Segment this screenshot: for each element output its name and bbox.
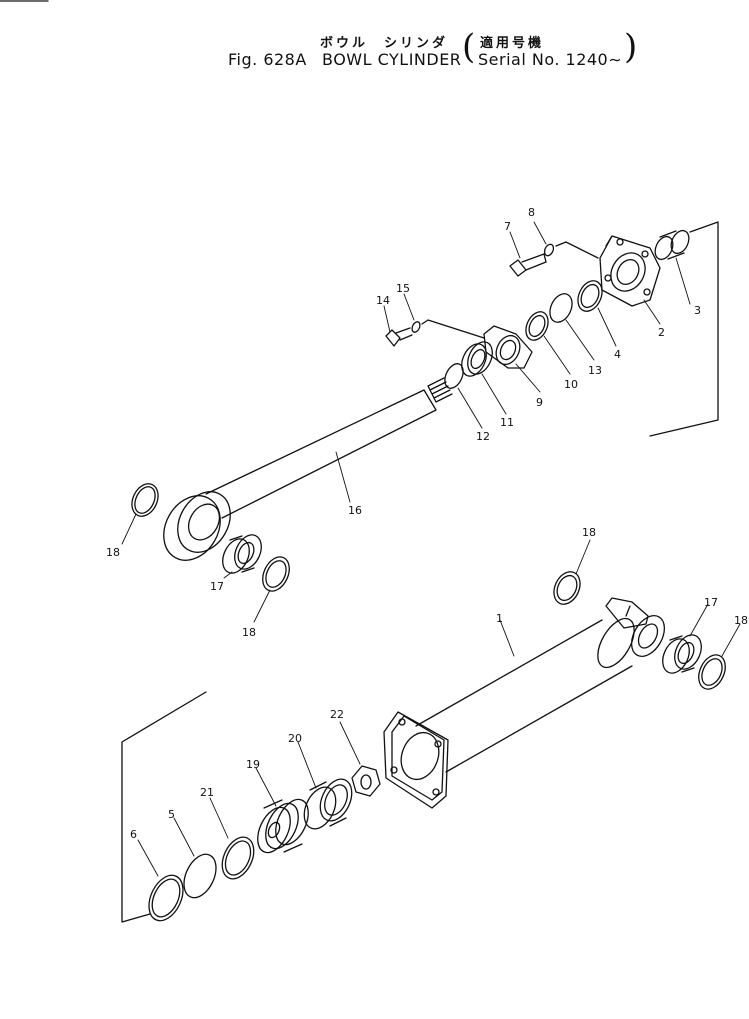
part-4-ring [577, 280, 603, 312]
part-19-piston [257, 798, 309, 854]
callout-13: 13 [588, 364, 602, 377]
callout-6: 6 [130, 828, 137, 841]
figure-title: BOWL CYLINDER [322, 50, 462, 69]
part-7-bolt [509, 253, 547, 277]
leader-lines [121, 221, 741, 877]
callout-14: 14 [376, 294, 390, 307]
open-paren: ( [462, 27, 476, 67]
part-16-piston-rod [163, 377, 453, 561]
callout-21: 21 [200, 786, 214, 799]
callout-2: 2 [658, 326, 665, 339]
part-10-seal [525, 311, 549, 341]
callout-labels: 3 2 4 13 10 9 11 12 7 8 14 15 16 18 17 1… [106, 206, 748, 841]
part-22-nut [351, 765, 381, 797]
part-6-backup-ring [148, 874, 184, 922]
callout-17-a: 17 [210, 580, 224, 593]
part-17-spherical-bearing-a [222, 534, 262, 574]
figure-label: Fig. 628A [228, 50, 307, 69]
group-bracket-upper [649, 221, 719, 437]
callout-4: 4 [614, 348, 621, 361]
part-18-ring-a [131, 483, 159, 517]
leader-washer-cover [555, 241, 599, 259]
callout-18-c: 18 [582, 526, 596, 539]
japanese-title: ボウル シリンダ [320, 36, 449, 51]
callout-18-d: 18 [734, 614, 748, 627]
part-18-ring-d [698, 654, 726, 690]
callout-7: 7 [504, 220, 511, 233]
callout-1: 1 [496, 612, 503, 625]
part-11-bearing [461, 341, 493, 377]
callout-11: 11 [500, 416, 514, 429]
callout-8: 8 [528, 206, 535, 219]
callout-15: 15 [396, 282, 410, 295]
callout-18-b: 18 [242, 626, 256, 639]
callout-19: 19 [246, 758, 260, 771]
callout-10: 10 [564, 378, 578, 391]
group-bracket-lower [121, 691, 207, 923]
part-5-o-ring [183, 853, 217, 899]
callout-22: 22 [330, 708, 344, 721]
callout-16: 16 [348, 504, 362, 517]
leader-washer-flange [421, 319, 485, 339]
part-18-ring-c [553, 571, 581, 605]
callout-17-b: 17 [704, 596, 718, 609]
part-18-ring-b [262, 556, 290, 592]
callout-20: 20 [288, 732, 302, 745]
part-9-flange [483, 325, 533, 369]
close-paren: ) [624, 27, 638, 67]
part-13-ring [549, 293, 573, 323]
part-15-washer [411, 321, 421, 333]
callout-3: 3 [694, 304, 701, 317]
part-12-snap-ring [444, 363, 464, 389]
serial-range: Serial No. 1240∼ [478, 50, 623, 69]
part-3-bushing [654, 229, 690, 261]
callout-12: 12 [476, 430, 490, 443]
part-8-washer [543, 243, 555, 257]
callout-9: 9 [536, 396, 543, 409]
part-17-spherical-bearing-b [662, 634, 702, 674]
part-1-cylinder-tube [383, 597, 666, 809]
japanese-applicability: 適用号機 [480, 36, 545, 51]
part-2-cover [599, 235, 661, 307]
part-21-ring [221, 836, 255, 880]
part-20-bushing [303, 778, 353, 830]
callout-5: 5 [168, 808, 175, 821]
callout-18-a: 18 [106, 546, 120, 559]
